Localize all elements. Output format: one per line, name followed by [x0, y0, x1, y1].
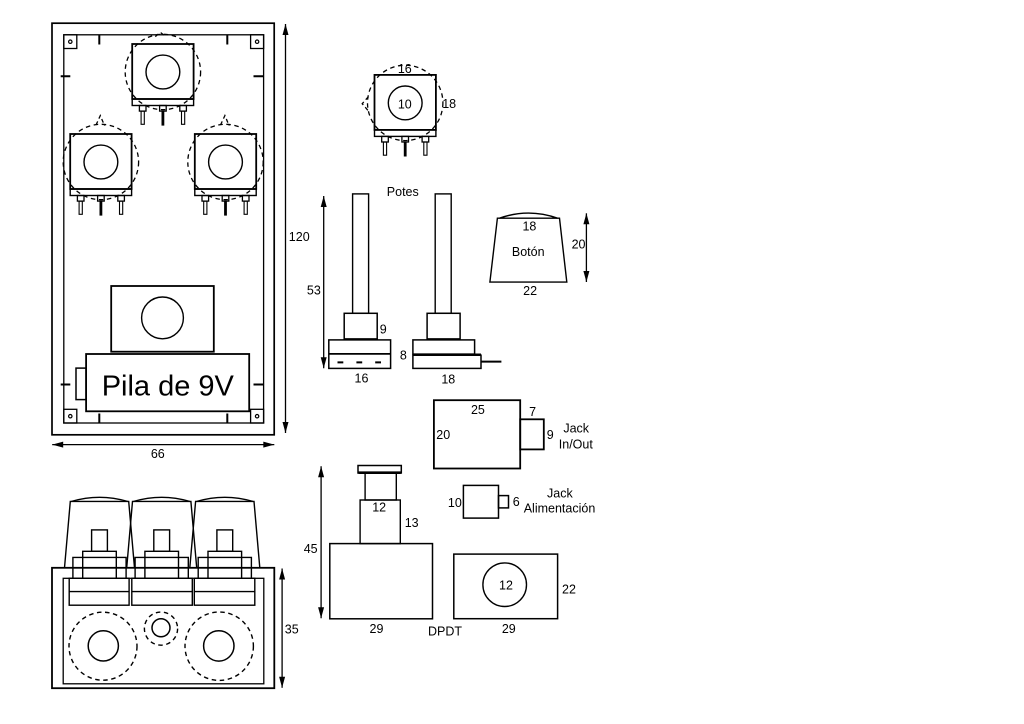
svg-text:13: 13	[405, 516, 419, 530]
svg-text:6: 6	[513, 495, 520, 509]
svg-text:In/Out: In/Out	[559, 437, 594, 451]
svg-text:8: 8	[400, 349, 407, 363]
svg-text:9: 9	[380, 323, 387, 337]
svg-text:9: 9	[547, 428, 554, 442]
svg-text:25: 25	[471, 403, 485, 417]
svg-text:120: 120	[289, 230, 310, 244]
svg-text:20: 20	[436, 428, 450, 442]
svg-text:Alimentación: Alimentación	[524, 501, 596, 515]
svg-text:10: 10	[398, 97, 412, 111]
svg-text:7: 7	[529, 405, 536, 419]
svg-text:29: 29	[370, 622, 384, 636]
svg-text:18: 18	[442, 97, 456, 111]
svg-text:Botón: Botón	[512, 245, 545, 259]
svg-text:16: 16	[398, 62, 412, 76]
svg-text:20: 20	[572, 238, 586, 252]
svg-text:Pila de 9V: Pila de 9V	[102, 371, 235, 403]
svg-text:22: 22	[562, 583, 576, 597]
svg-text:10: 10	[448, 496, 462, 510]
svg-text:45: 45	[304, 542, 318, 556]
svg-text:Jack: Jack	[547, 486, 573, 500]
svg-text:66: 66	[151, 447, 165, 461]
svg-text:Jack: Jack	[563, 422, 589, 436]
svg-text:18: 18	[522, 220, 536, 234]
svg-text:12: 12	[499, 578, 513, 592]
svg-text:DPDT: DPDT	[428, 625, 462, 639]
svg-text:16: 16	[355, 372, 369, 386]
svg-text:29: 29	[502, 622, 516, 636]
svg-text:18: 18	[441, 373, 455, 387]
svg-text:12: 12	[372, 501, 386, 515]
svg-text:35: 35	[285, 622, 299, 636]
svg-text:53: 53	[307, 284, 321, 298]
svg-text:22: 22	[523, 284, 537, 298]
svg-text:Potes: Potes	[387, 185, 419, 199]
